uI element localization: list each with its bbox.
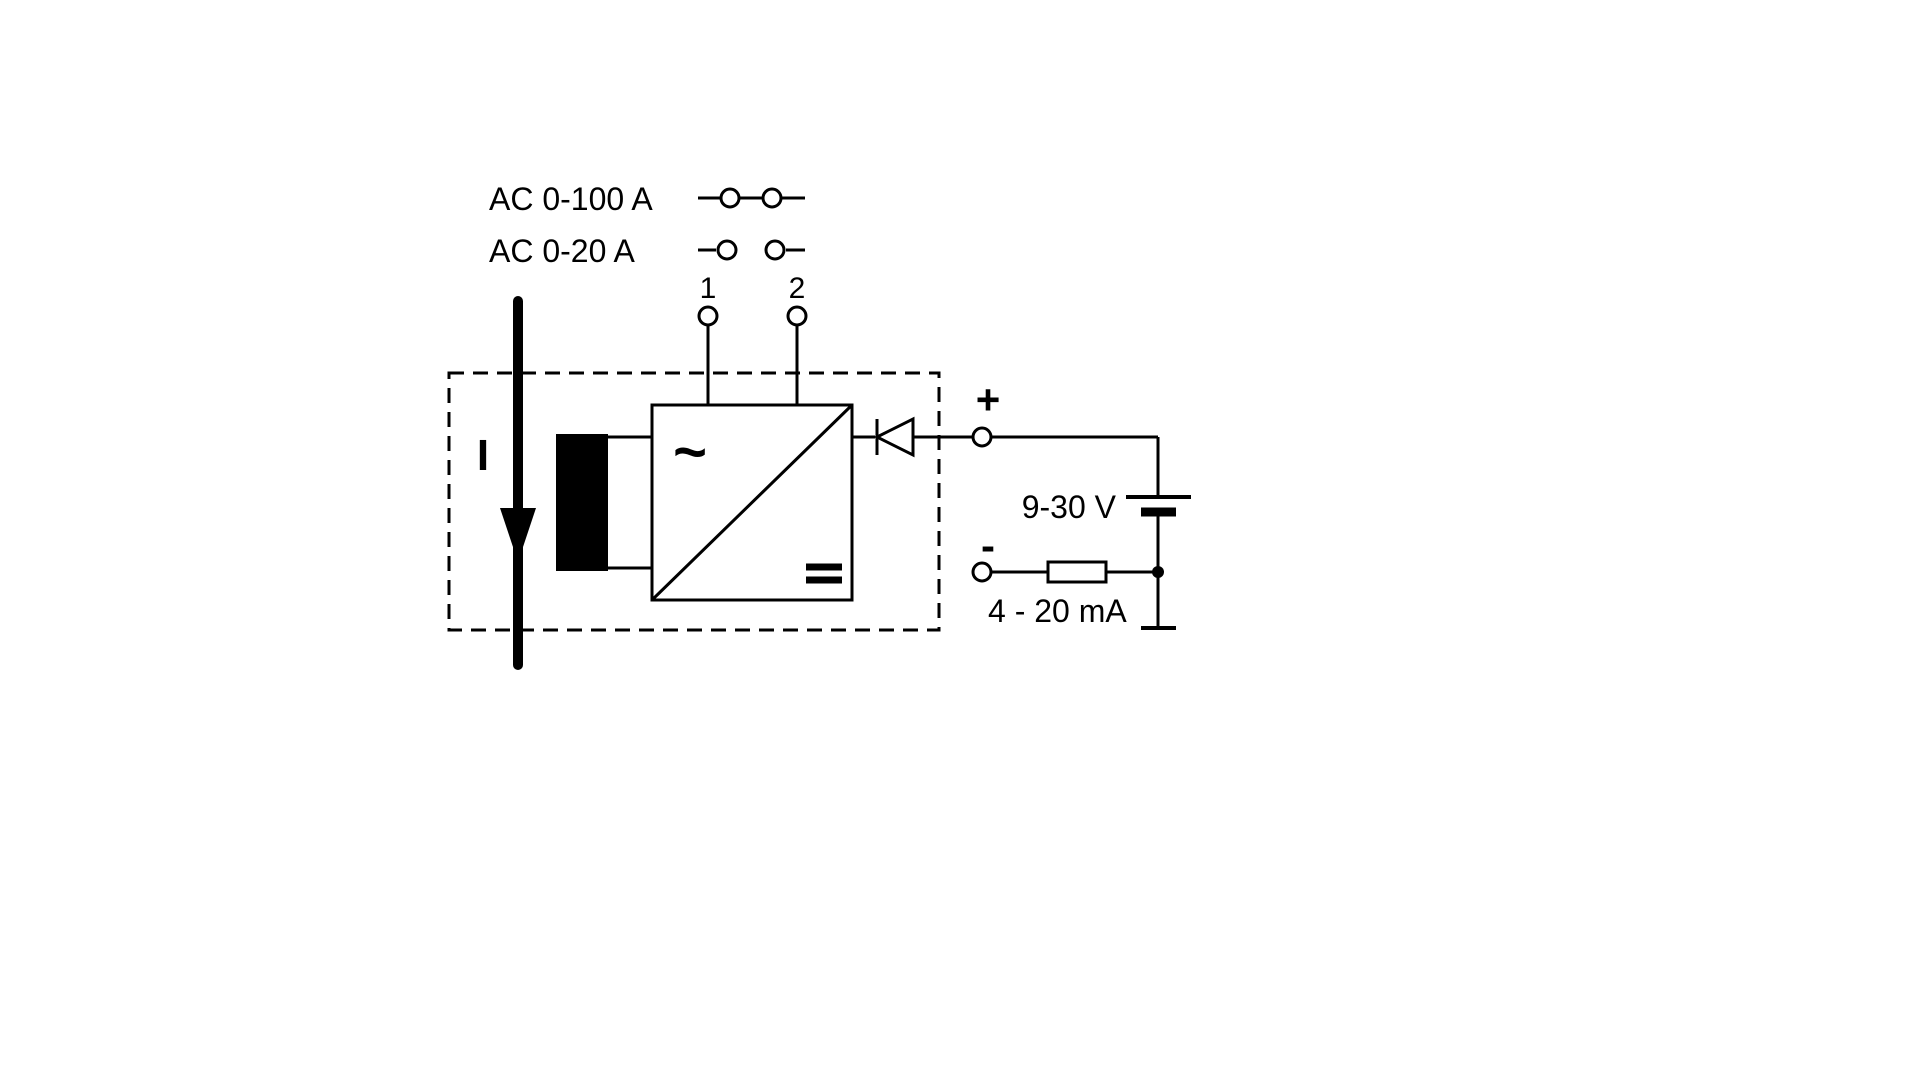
- range-100-label: AC 0-100 A: [489, 181, 653, 217]
- transducer-housing-dashed-outline: [447, 371, 941, 632]
- resistor-icon: [1046, 560, 1108, 584]
- jumper2-pin-b: [764, 239, 786, 261]
- terminal-1-contact: [697, 305, 719, 327]
- plus-label: +: [976, 376, 1001, 423]
- range-20-label: AC 0-20 A: [489, 233, 636, 269]
- output-range-label: 4 - 20 mA: [988, 593, 1127, 629]
- primary-current-label: I: [477, 431, 489, 480]
- current-transformer-core-icon: [556, 434, 608, 571]
- jumper2-pin-a: [716, 239, 738, 261]
- minus-terminal-contact: [971, 561, 993, 583]
- jumper-closed-icon: [698, 187, 805, 209]
- current-direction-arrow-icon: [500, 296, 536, 670]
- supply-voltage-label: 9-30 V: [1022, 489, 1117, 525]
- current-arrowhead: [500, 508, 536, 562]
- plus-terminal-contact: [971, 426, 993, 448]
- battery-icon: [1126, 495, 1191, 517]
- dc-equals-icon: [806, 563, 842, 584]
- jumper-open-icon: [698, 239, 805, 261]
- terminal-1-label: 1: [700, 272, 717, 305]
- jumper1-pin-b: [761, 187, 783, 209]
- jumper1-pin-a: [719, 187, 741, 209]
- converter-diagonal: [650, 403, 854, 602]
- terminal-2-label: 2: [789, 272, 806, 305]
- ac-symbol: ~: [673, 420, 707, 485]
- minus-label: -: [981, 522, 995, 569]
- ac-dc-converter-icon: ~: [650, 403, 854, 602]
- junction-dot: [1152, 566, 1164, 578]
- terminal-2-contact: [786, 305, 808, 327]
